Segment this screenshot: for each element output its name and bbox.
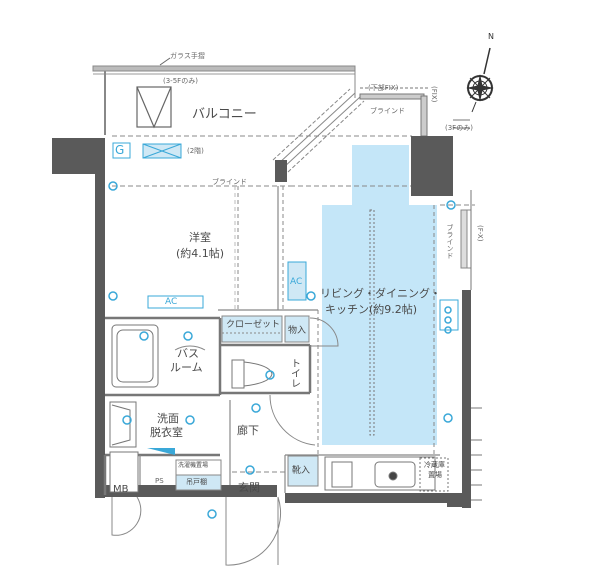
- glass-railing-label: ガラス手摺: [170, 52, 205, 60]
- shoe-storage-label: 靴入: [292, 466, 311, 476]
- closet-label: クローゼット: [226, 320, 281, 330]
- blind-top-label: ブラインド: [370, 107, 405, 115]
- storage-area: [284, 315, 310, 343]
- toilet-fixture: [231, 359, 273, 389]
- blind-western-label: ブラインド: [212, 178, 247, 186]
- ldk-name-line2: キッチン(約9.2帖): [325, 303, 418, 316]
- toilet-label: トイレ: [288, 358, 300, 388]
- floor-note-3-5f: (3-5Fのみ): [163, 77, 198, 85]
- ldk-name-line1: リビング・ダイニング・: [320, 287, 441, 300]
- compass-north-label: N: [488, 32, 494, 41]
- laundry-label: 洗濯機置場: [178, 462, 209, 469]
- washroom-line2: 脱衣室: [150, 426, 183, 439]
- mb-label: MB: [113, 484, 129, 495]
- blind-right-label: ブラインド: [446, 224, 455, 259]
- hanging-cabinet-label: 吊戸棚: [186, 478, 207, 486]
- compass-icon: [466, 47, 494, 113]
- shoe-storage-area: [287, 455, 319, 487]
- kitchen-counter: [324, 456, 449, 492]
- hallway-label: 廊下: [237, 424, 259, 437]
- outdoor-unit-icon: [136, 86, 172, 129]
- entrance-label: 玄関: [238, 481, 260, 494]
- western-room-size: (約4.1帖): [175, 247, 225, 260]
- bathroom-line2: ルーム: [170, 361, 203, 374]
- diagonal-window: [272, 88, 365, 173]
- fix-vertical-right-label: (F-X): [476, 225, 485, 242]
- western-room-name: 洋室: [189, 231, 211, 244]
- fridge-line2: 置場: [428, 471, 442, 479]
- fridge-line1: 冷蔵庫: [424, 461, 445, 469]
- ac-ldk-label: AC: [290, 277, 303, 287]
- walls: [52, 136, 471, 508]
- glass-railing: [92, 65, 356, 135]
- ac-western-label: AC: [165, 297, 178, 307]
- floor-note-3f: (3Fのみ): [445, 124, 473, 132]
- bathtub: [111, 324, 159, 388]
- closet-area: [221, 315, 283, 343]
- balcony-label: バルコニー: [192, 107, 257, 122]
- bathroom-line1: バス: [177, 347, 199, 360]
- lower-fix-label: (下部FIX): [368, 84, 399, 92]
- storage-label: 物入: [288, 326, 307, 336]
- electrical-fixtures: [108, 181, 456, 519]
- gas-meter-label: G: [115, 143, 125, 157]
- ldk-highlight: [322, 145, 437, 445]
- ps-label: PS: [155, 477, 164, 485]
- washroom-line1: 洗面: [157, 412, 179, 425]
- floor-note-2f: (2階): [187, 147, 204, 155]
- fix-vertical-top-label: (FIX): [430, 86, 439, 103]
